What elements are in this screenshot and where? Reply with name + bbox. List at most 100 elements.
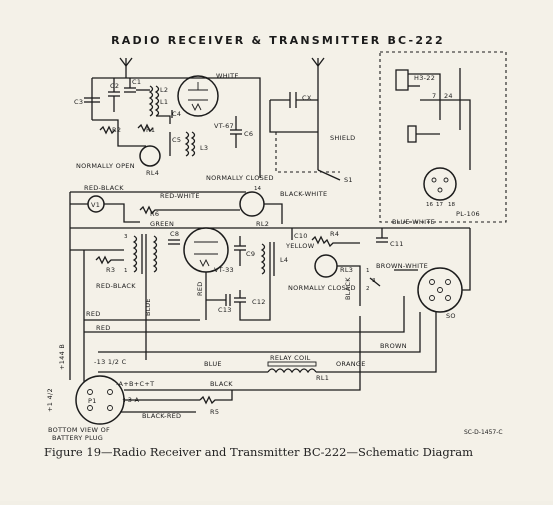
contact-2: 2 [366,286,370,292]
c13-label: C13 [218,306,232,314]
pin-16-label: 16 [426,202,433,208]
resistor-r6 [139,205,240,215]
resistor-r1 [137,123,154,133]
resistor-r5 [199,390,233,405]
transformer-output-l4 [260,242,275,276]
blue-white-label: BLUE-WHITE [392,218,435,226]
pl106-label: PL-106 [456,210,480,218]
bottom-view-label: BOTTOM VIEW OF [48,426,110,434]
v1-label: V1 [91,201,100,209]
xfmr-pin-3: 3 [124,234,128,240]
antenna-symbol [119,57,133,78]
relay-rl4 [139,145,161,167]
rl3-label: RL3 [340,266,353,274]
red-bus-label: RED [86,310,101,318]
microphone-element [407,125,417,143]
r2-label: R2 [112,126,121,134]
v144b-label: +144 B [58,344,66,370]
red-bus2-label: RED [96,324,111,332]
h3-22-label: H3-22 [414,74,435,82]
normally-closed-bottom-label: NORMALLY CLOSED [288,284,356,292]
s1-label: S1 [344,176,353,184]
l4-label: L4 [280,256,288,264]
headset-h3-22 [395,69,441,120]
cx-label: CX [302,94,312,102]
resistor-r2 [99,125,116,135]
v1312c-label: -13 1/2 C [94,358,127,366]
pin-7-label: 7 [432,92,436,100]
black-red-label: BLACK-RED [142,412,181,420]
pin-17-label: 17 [436,202,443,208]
pin-18-label: 18 [448,202,455,208]
plug-pl106 [423,167,457,201]
red-black-label: RED-BLACK [84,184,124,192]
contact-1: 1 [366,268,370,274]
p1-label: P1 [88,397,97,405]
r6-label: R6 [150,210,159,218]
rl4-label: RL4 [146,169,159,177]
relay-coil-rl1 [267,361,317,374]
yellow-label: YELLOW [285,242,315,250]
green-label: GREEN [150,220,174,228]
relay-coil-label: RELAY COIL [270,354,311,362]
r5-label: R5 [210,408,219,416]
shield-label: SHIELD [330,134,355,142]
brown-white-label: BROWN-WHITE [376,262,428,270]
capacitor-c3 [84,97,100,103]
doc-number: SC-D-1457-C [464,429,503,436]
pin-24-label: 24 [444,92,453,100]
orange-label: ORANGE [336,360,366,368]
normally-open-label: NORMALLY OPEN [76,162,135,170]
black-vertical-label: BLACK [344,277,352,300]
black-white-label: BLACK-WHITE [280,190,327,198]
resistor-r4 [311,235,360,248]
l1-label: L1 [160,98,168,106]
plug-pins-label: -A+B+C+T [116,380,154,388]
c11-label: C11 [390,240,404,248]
black-bus-label: BLACK [210,380,233,388]
c9-label: C9 [246,250,255,258]
blue-vertical-label: BLUE [144,298,152,316]
l3-label: L3 [200,144,208,152]
so-label: SO [446,312,456,320]
r3-label: R3 [106,266,115,274]
resistor-r3 [95,255,124,265]
c5-label: C5 [172,136,181,144]
r1-label: R1 [146,126,155,134]
c1-label: C1 [132,78,141,86]
red-black-2-label: RED-BLACK [96,282,136,290]
r4-label: R4 [330,230,339,238]
figure-caption: Figure 19—Radio Receiver and Transmitter… [44,445,473,459]
relay-rl3 [314,254,338,278]
c4-label: C4 [172,110,181,118]
relay-rl2 [239,191,265,217]
pl106-box [379,51,507,223]
battery-plug-label: BATTERY PLUG [52,434,103,442]
red-white-label: RED-WHITE [160,192,200,200]
inductor-l3 [184,131,196,157]
rl1-label: RL1 [316,374,329,382]
antenna-top-right [311,57,325,67]
c6-label: C6 [244,130,253,138]
tube-vt67 [177,75,219,117]
blue-bus-label: BLUE [204,360,222,368]
white-wire-label: WHITE [216,72,239,80]
transformer-input [132,234,158,274]
c10-label: C10 [294,232,308,240]
vt67-label: VT-67 [214,122,234,130]
c3-label: C3 [74,98,83,106]
c8-label: C8 [170,230,179,238]
rl2-label: RL2 [256,220,269,228]
c12-label: C12 [252,298,266,306]
normally-closed-top-label: NORMALLY CLOSED [206,174,274,182]
l2-label: L2 [160,86,168,94]
socket-so [417,267,463,313]
c2-label: C2 [110,82,119,90]
rl2-pin-14: 14 [254,186,261,192]
brown-bus-label: BROWN [380,342,407,350]
xfmr-pin-1: 1 [124,268,128,274]
inductor-l1 [148,85,160,117]
diagram-title: RADIO RECEIVER & TRANSMITTER BC-222 [111,34,445,47]
